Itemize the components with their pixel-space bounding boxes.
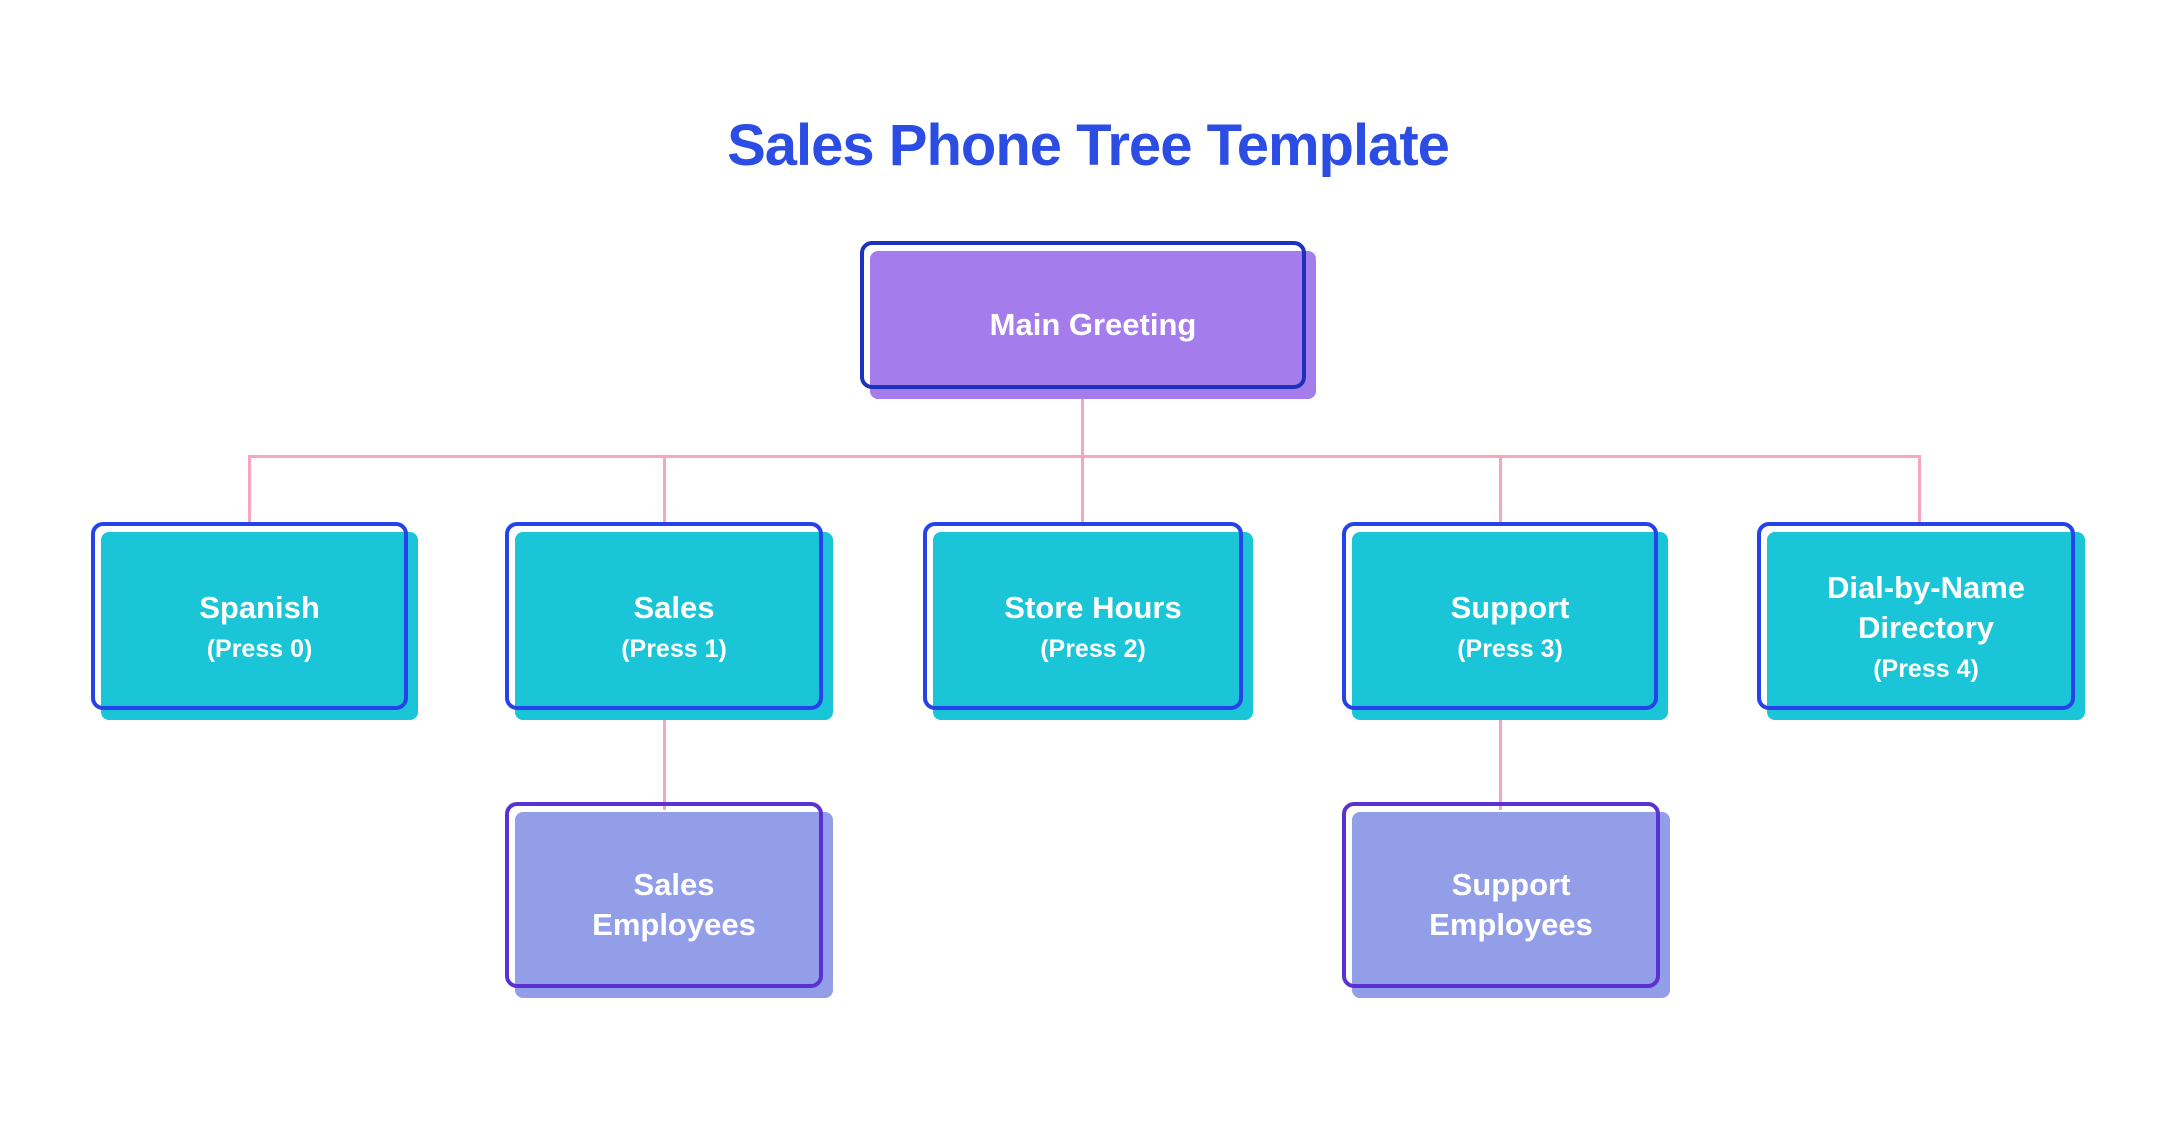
node-spanish[interactable]: Spanish (Press 0) — [91, 522, 418, 720]
node-label: Sales Employees — [592, 867, 756, 942]
node-support[interactable]: Support (Press 3) — [1342, 522, 1668, 720]
node-support-fill: Support (Press 3) — [1352, 532, 1668, 720]
node-label: Support Employees — [1429, 867, 1593, 942]
node-label: Dial-by-Name Directory — [1826, 569, 2026, 645]
node-store-hours[interactable]: Store Hours (Press 2) — [923, 522, 1253, 720]
node-sales[interactable]: Sales (Press 1) — [505, 522, 833, 720]
page-title: Sales Phone Tree Template — [727, 112, 1450, 178]
node-label: Sales — [633, 589, 715, 625]
node-spanish-fill: Spanish (Press 0) — [101, 532, 418, 720]
node-directory-fill: Dial-by-Name Directory (Press 4) — [1767, 532, 2085, 720]
node-press-key: (Press 1) — [621, 634, 727, 663]
node-sales-fill: Sales (Press 1) — [515, 532, 833, 720]
connector-bus-to-spanish — [248, 455, 251, 525]
node-press-key: (Press 4) — [1873, 654, 1979, 683]
connector-support-to-employees — [1499, 700, 1502, 810]
node-dial-by-name-directory[interactable]: Dial-by-Name Directory (Press 4) — [1757, 522, 2085, 720]
node-sales-employees-fill: Sales Employees — [515, 812, 833, 998]
connector-bus-to-support — [1499, 455, 1502, 525]
node-press-key: (Press 0) — [206, 634, 313, 663]
node-store-hours-fill: Store Hours (Press 2) — [933, 532, 1253, 720]
node-support-employees-fill: Support Employees — [1352, 812, 1670, 998]
connector-main-to-bus — [1081, 395, 1084, 458]
connector-sales-to-employees — [663, 700, 666, 810]
node-label: Store Hours — [1004, 589, 1182, 625]
node-press-key: (Press 2) — [1040, 634, 1146, 663]
connector-bus-to-directory — [1918, 455, 1921, 525]
node-sales-employees[interactable]: Sales Employees — [505, 802, 833, 998]
node-press-key: (Press 3) — [1457, 634, 1563, 663]
connector-horizontal-bus — [249, 455, 1921, 458]
node-label: Support — [1450, 589, 1570, 625]
node-main-greeting[interactable]: Main Greeting — [860, 241, 1316, 399]
node-label: Main Greeting — [989, 307, 1197, 342]
node-label: Spanish — [199, 589, 320, 625]
node-main-greeting-fill: Main Greeting — [870, 251, 1316, 399]
connector-bus-to-store-hours — [1081, 455, 1084, 525]
node-support-employees[interactable]: Support Employees — [1342, 802, 1670, 998]
connector-bus-to-sales — [663, 455, 666, 525]
